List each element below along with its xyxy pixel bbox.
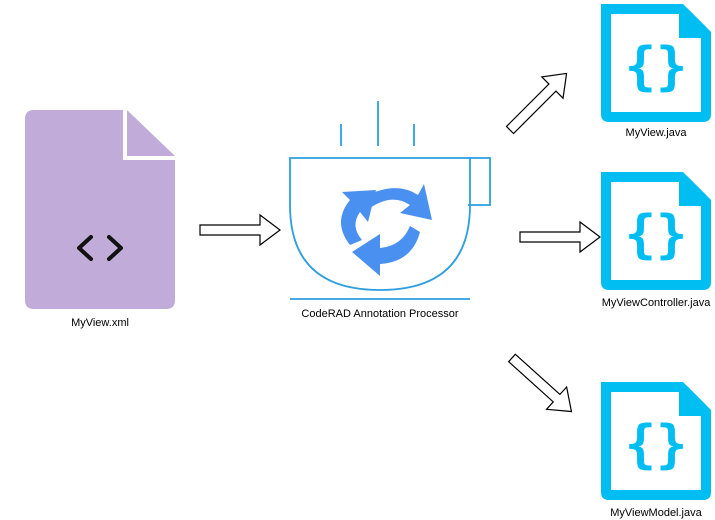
- json-file-icon: [601, 382, 711, 500]
- output-file-label-3: MyViewModel.java: [610, 507, 702, 519]
- flow-arrow-output-1: [498, 62, 578, 142]
- flow-arrow-output-2: [519, 221, 601, 253]
- output-file-label-1: MyView.java: [625, 127, 687, 139]
- output-file-label-2: MyViewController.java: [601, 297, 711, 309]
- xml-file-icon: [25, 110, 175, 309]
- coffee-cup-icon: [289, 101, 491, 300]
- json-file-icon: [601, 172, 711, 290]
- processor-label: CodeRAD Annotation Processor: [301, 308, 459, 320]
- flow-arrow-output-3: [501, 346, 583, 424]
- flow-arrow-input: [199, 214, 281, 246]
- json-file-icon: [601, 4, 711, 122]
- recycle-arrows-icon: [341, 184, 432, 276]
- input-file-label: MyView.xml: [71, 317, 129, 329]
